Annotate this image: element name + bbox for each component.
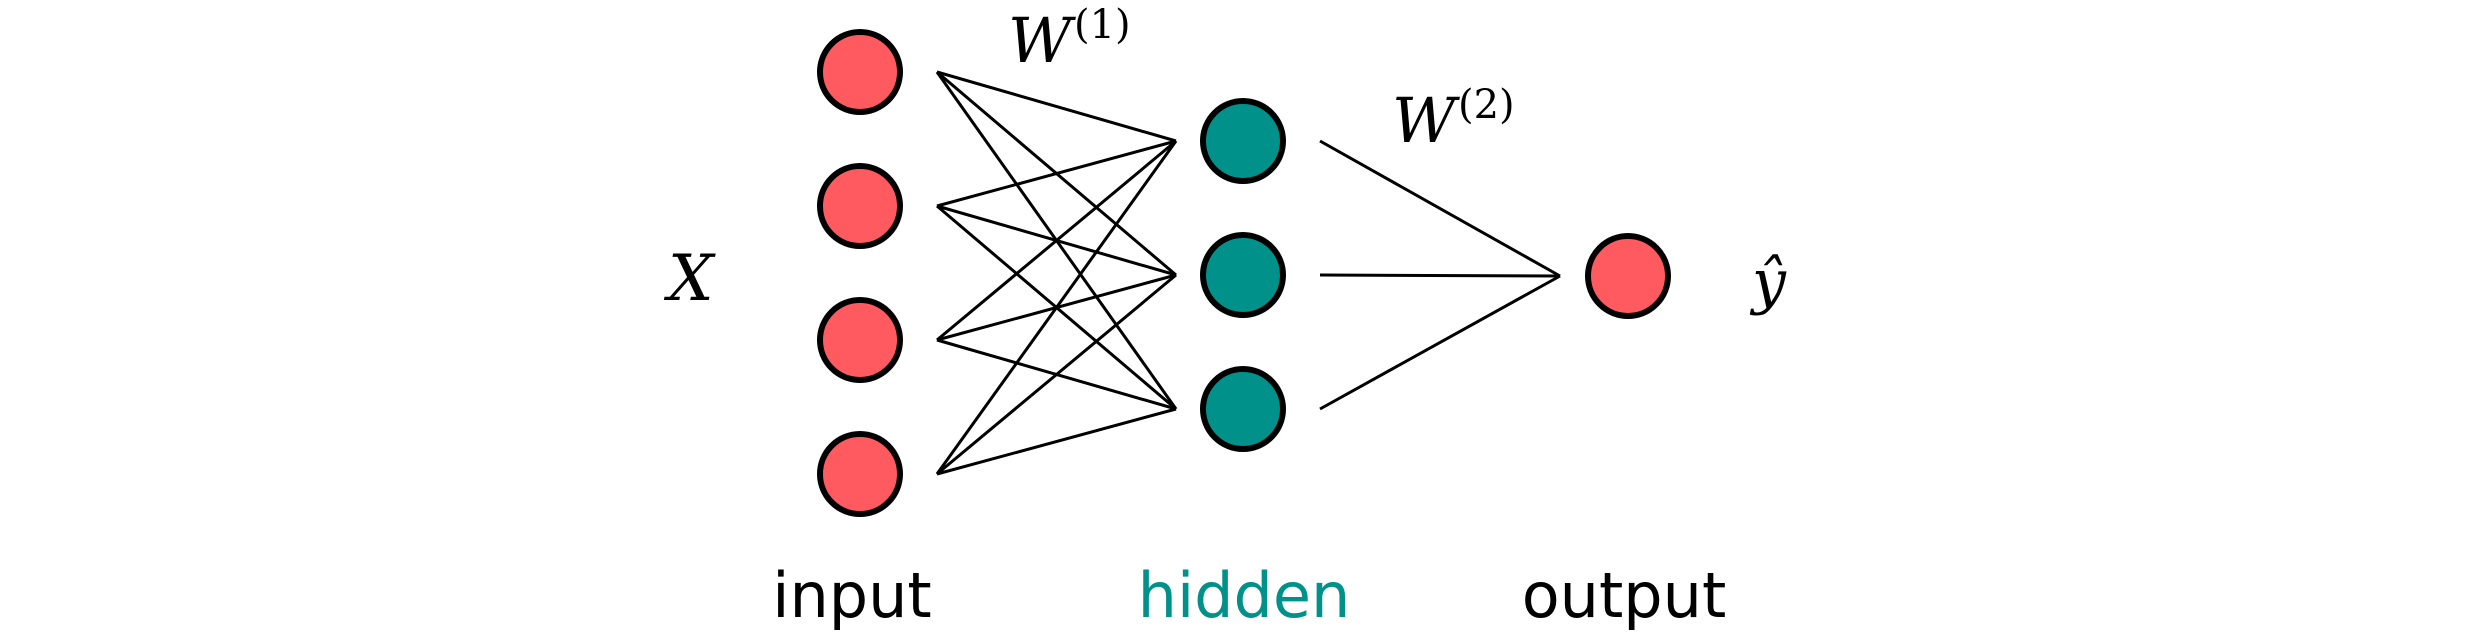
edge-input-4-hidden-3 (936, 407, 1177, 476)
output-layer-label: output (1522, 559, 1727, 632)
input-node-2 (817, 163, 903, 249)
weights-1-base: W (1008, 4, 1076, 77)
hidden-layer-nodes (1200, 98, 1286, 452)
output-symbol: ŷ (1749, 247, 1787, 317)
input-layer-nodes (817, 29, 903, 517)
input-node-3 (817, 297, 903, 383)
input-hidden-edges (935, 70, 1178, 476)
hidden-node-2 (1200, 232, 1286, 318)
edge-hidden-1-output-1 (1319, 139, 1561, 278)
edge-hidden-2-output-1 (1319, 273, 1561, 278)
hidden-node-3 (1200, 366, 1286, 452)
weights-2-base: W (1392, 84, 1460, 157)
input-layer-label: input (772, 559, 931, 632)
hidden-node-1 (1200, 98, 1286, 184)
hidden-output-edges (1319, 139, 1561, 411)
weights-2-superscript: (2) (1458, 82, 1515, 128)
edge-input-4-hidden-1 (935, 140, 1178, 475)
weights-2-label: W (2) (1392, 82, 1515, 157)
edge-input-2-hidden-1 (936, 139, 1177, 208)
edge-input-3-hidden-1 (936, 139, 1177, 342)
input-symbol: X (663, 242, 716, 316)
edge-hidden-3-output-1 (1319, 274, 1561, 411)
input-node-4 (817, 431, 903, 517)
output-layer-nodes (1585, 233, 1671, 319)
weights-1-label: W (1) (1008, 2, 1131, 77)
input-node-1 (817, 29, 903, 115)
edge-input-4-hidden-2 (936, 273, 1177, 476)
hidden-layer-label: hidden (1138, 559, 1351, 632)
edge-input-1-hidden-1 (936, 70, 1177, 143)
output-node-1 (1585, 233, 1671, 319)
weights-1-superscript: (1) (1074, 2, 1131, 48)
